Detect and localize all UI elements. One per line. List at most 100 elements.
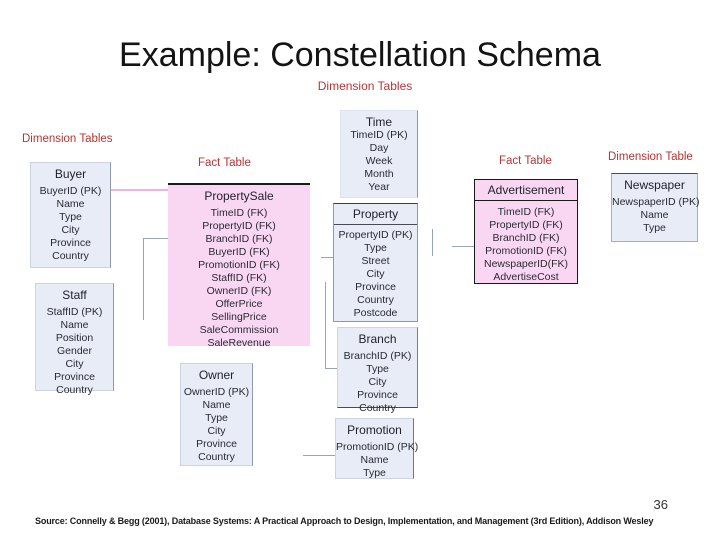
connector-property-tick xyxy=(321,257,333,258)
table-field: BranchID (FK) xyxy=(205,233,273,245)
connector-propertysale-left-h xyxy=(143,238,168,239)
table-title: Advertisement xyxy=(475,183,577,201)
page-number: 36 xyxy=(653,497,668,512)
table-field: SaleRevenue xyxy=(207,337,271,349)
connector-advertisement-h xyxy=(452,246,474,247)
table-field: Type xyxy=(205,412,228,424)
table-field: OwnerID (PK) xyxy=(183,386,250,398)
table-field: Name xyxy=(640,209,669,221)
table-field: Month xyxy=(364,168,394,180)
table-field: Name xyxy=(360,454,389,466)
table-field: PromotionID (PK) xyxy=(336,441,419,453)
table-field: PromotionID (FK) xyxy=(198,259,280,271)
table-field: Province xyxy=(357,389,398,401)
table-field: Name xyxy=(56,198,85,210)
connector-promotion-h xyxy=(303,455,335,456)
label-dimension-tables-left: Dimension Tables xyxy=(22,133,113,145)
table-field: Province xyxy=(355,281,396,293)
table-field: Postcode xyxy=(353,307,398,319)
table-field: Country xyxy=(357,294,394,306)
table-field: BuyerID (PK) xyxy=(39,185,102,197)
table-field: PropertyID (PK) xyxy=(338,229,413,241)
table-title: Property xyxy=(334,207,417,225)
table-field: Type xyxy=(363,467,386,479)
table-field: OfferPrice xyxy=(215,298,263,310)
source-citation: Source: Connelly & Begg (2001), Database… xyxy=(35,516,654,526)
table-field: TimeID (PK) xyxy=(350,129,408,141)
connector-propertysale-left-v xyxy=(143,238,144,320)
table-field: Name xyxy=(202,399,231,411)
table-title: Promotion xyxy=(347,423,402,437)
table-field: City xyxy=(366,268,385,280)
table-title: PropertySale xyxy=(204,189,274,203)
table-field: Province xyxy=(196,438,237,450)
label-dimension-table-right: Dimension Table xyxy=(608,151,693,163)
table-field: City xyxy=(65,358,84,370)
table-field: PropertyID (FK) xyxy=(202,220,276,232)
table-field: StaffID (PK) xyxy=(46,306,103,318)
table-title: Time xyxy=(365,115,393,129)
table-field: Type xyxy=(364,242,387,254)
table-title: Branch xyxy=(358,332,397,346)
table-field: Type xyxy=(366,363,389,375)
table-field: SellingPrice xyxy=(211,311,267,323)
table-field: Day xyxy=(369,142,389,154)
table-title: Buyer xyxy=(54,167,87,181)
table-field: TimeID (FK) xyxy=(210,207,268,219)
table-field: Street xyxy=(361,255,390,267)
table-field: OwnerID (FK) xyxy=(206,285,272,297)
table-field: AdvertiseCost xyxy=(493,271,559,283)
table-title: Newspaper xyxy=(624,178,685,192)
table-field: Province xyxy=(50,237,91,249)
label-fact-table-right: Fact Table xyxy=(499,155,552,167)
table-field: Country xyxy=(56,384,93,396)
table-field: Week xyxy=(365,155,393,167)
table-field-list: TimeID (FK)PropertyID (FK)BranchID (FK)B… xyxy=(168,207,310,350)
table-field-list: TimeID (FK)PropertyID (FK)BranchID (FK)P… xyxy=(475,206,577,284)
table-field: PromotionID (FK) xyxy=(485,245,567,257)
table-field: StaffID (FK) xyxy=(211,272,267,284)
table-field: City xyxy=(368,376,387,388)
connector-buyer-propertysale xyxy=(110,189,168,191)
page-title: Example: Constellation Schema xyxy=(119,36,601,74)
table-field: PropertyID (FK) xyxy=(489,219,563,231)
table-field: NewspaperID(FK) xyxy=(483,258,569,270)
table-field: TimeID (FK) xyxy=(497,206,555,218)
table-field: BranchID (PK) xyxy=(343,350,412,362)
table-field: NewspaperID (PK) xyxy=(612,196,700,208)
connector-branch-h xyxy=(325,368,338,369)
table-field: Country xyxy=(198,451,235,463)
table-field: Gender xyxy=(56,345,93,357)
table-title: Owner xyxy=(198,368,235,382)
table-field: BuyerID (FK) xyxy=(208,246,270,258)
table-field: BranchID (FK) xyxy=(492,232,560,244)
label-fact-table-left: Fact Table xyxy=(198,157,251,169)
table-field: Country xyxy=(359,402,396,414)
table-field: Year xyxy=(368,181,390,193)
table-field: Name xyxy=(60,319,89,331)
table-title: Staff xyxy=(62,288,87,302)
table-field: City xyxy=(207,425,226,437)
table-field: City xyxy=(61,224,80,236)
table-field: Country xyxy=(52,250,89,262)
table-field: Province xyxy=(54,371,95,383)
